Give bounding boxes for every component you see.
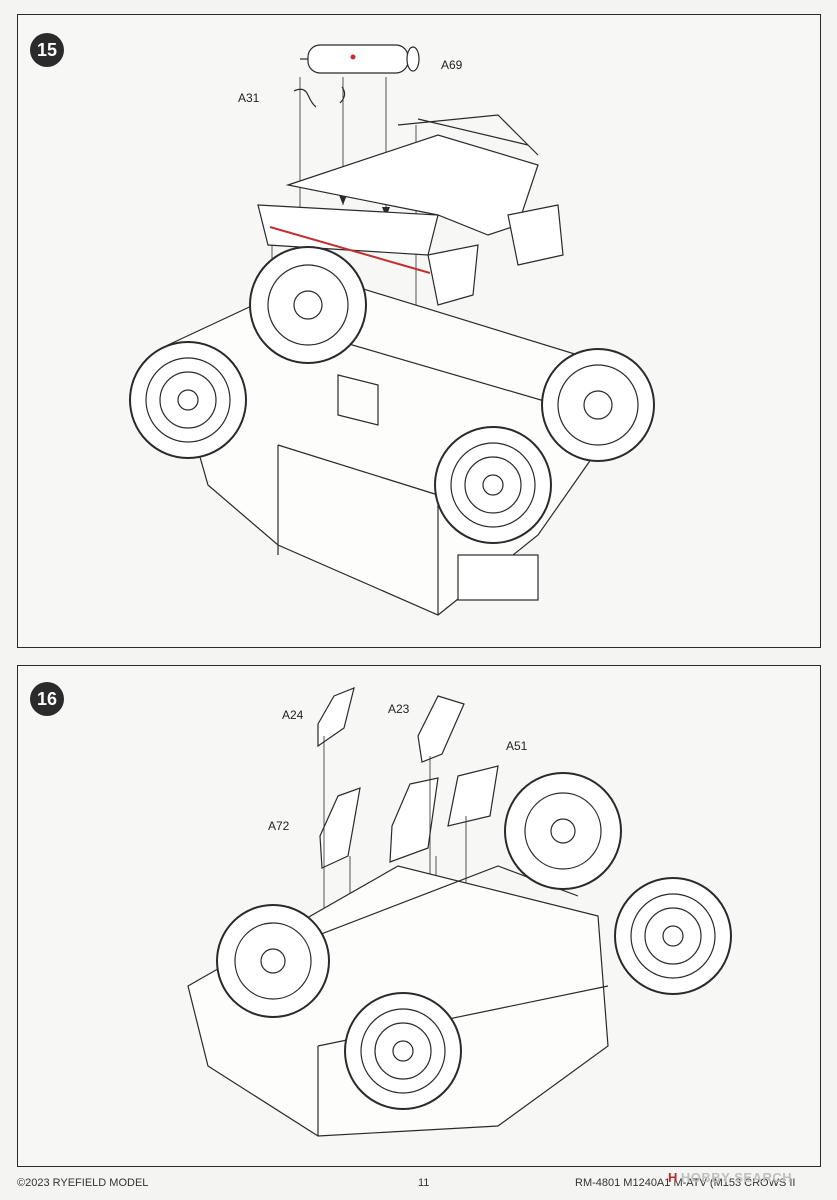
wheel-front-left	[216, 904, 330, 1018]
wheel-rear-right	[541, 348, 655, 462]
part-label-a23: A23	[388, 702, 410, 716]
part-a24-panel	[317, 687, 355, 748]
step-15-illustration	[129, 44, 655, 616]
part-a23-panel	[417, 695, 465, 763]
wheel-front-left	[129, 341, 247, 459]
part-label-a69: A69	[441, 58, 463, 72]
part-label-a72: A72	[268, 819, 290, 833]
wheel-front-right	[344, 992, 462, 1110]
footer-page-number: 11	[418, 1177, 430, 1189]
step-15-panel: 15	[17, 14, 821, 648]
step-number-badge: 15	[30, 33, 64, 67]
wheel-front-right	[434, 426, 552, 544]
step-16-illustration	[187, 687, 732, 1137]
part-a69-cylinder	[300, 44, 420, 74]
hobby-search-logo-mark: H	[668, 1170, 678, 1185]
part-label-a51: A51	[506, 739, 528, 753]
part-label-a24: A24	[282, 708, 304, 722]
rear-deck	[257, 114, 564, 306]
wheel-rear-left	[504, 772, 622, 890]
part-a51-panel	[447, 765, 499, 827]
part-a31-hose	[293, 88, 317, 108]
step-number-badge: 16	[30, 682, 64, 716]
wheel-rear-right	[614, 877, 732, 995]
wheel-rear-left	[249, 246, 367, 364]
part-a72-panel	[319, 787, 361, 869]
hobby-search-logo-text: HOBBY SEARCH	[680, 1170, 793, 1185]
footer-copyright: ©2023 RYEFIELD MODEL	[17, 1177, 149, 1189]
chassis-body	[167, 274, 609, 616]
part-label-a31: A31	[238, 91, 260, 105]
step-16-panel: 16	[17, 665, 821, 1167]
footer-product-code: RM-4801 M1240A1 M-ATV (M153 CROWS II	[575, 1177, 796, 1189]
